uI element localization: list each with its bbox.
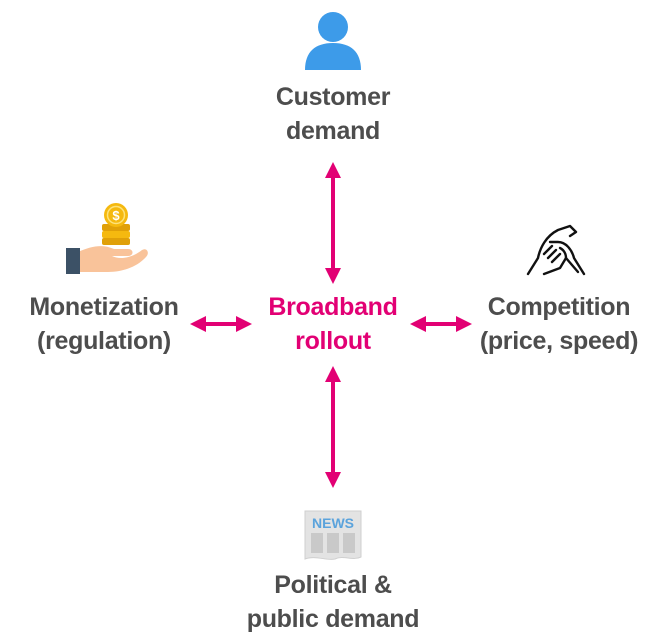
competition-line1: Competition — [487, 293, 631, 321]
political-demand-label: Political & public demand — [223, 568, 443, 636]
svg-text:$: $ — [112, 208, 120, 223]
person-icon — [305, 12, 361, 70]
political-demand-line1: Political & — [274, 571, 392, 599]
customer-demand-label: Customer demand — [233, 80, 433, 148]
customer-demand-line2: demand — [285, 117, 381, 145]
monetization-label: Monetization (regulation) — [4, 290, 204, 358]
competition-label: Competition (price, speed) — [456, 290, 662, 358]
coins-in-hand-icon: $ — [66, 203, 148, 274]
monetization-line1: Monetization — [29, 293, 179, 321]
customer-demand-line1: Customer — [275, 83, 391, 111]
political-demand-line2: public demand — [246, 605, 420, 633]
arm-wrestling-icon — [526, 224, 586, 276]
broadband-rollout-line1: Broadband — [268, 293, 398, 321]
broadband-rollout-line2: rollout — [295, 327, 371, 355]
broadband-rollout-label: Broadband rollout — [233, 290, 433, 358]
news-icon-text: NEWS — [312, 515, 354, 531]
monetization-line2: (regulation) — [37, 327, 171, 355]
news-icon: NEWS — [304, 510, 362, 560]
competition-line2: (price, speed) — [479, 327, 639, 355]
